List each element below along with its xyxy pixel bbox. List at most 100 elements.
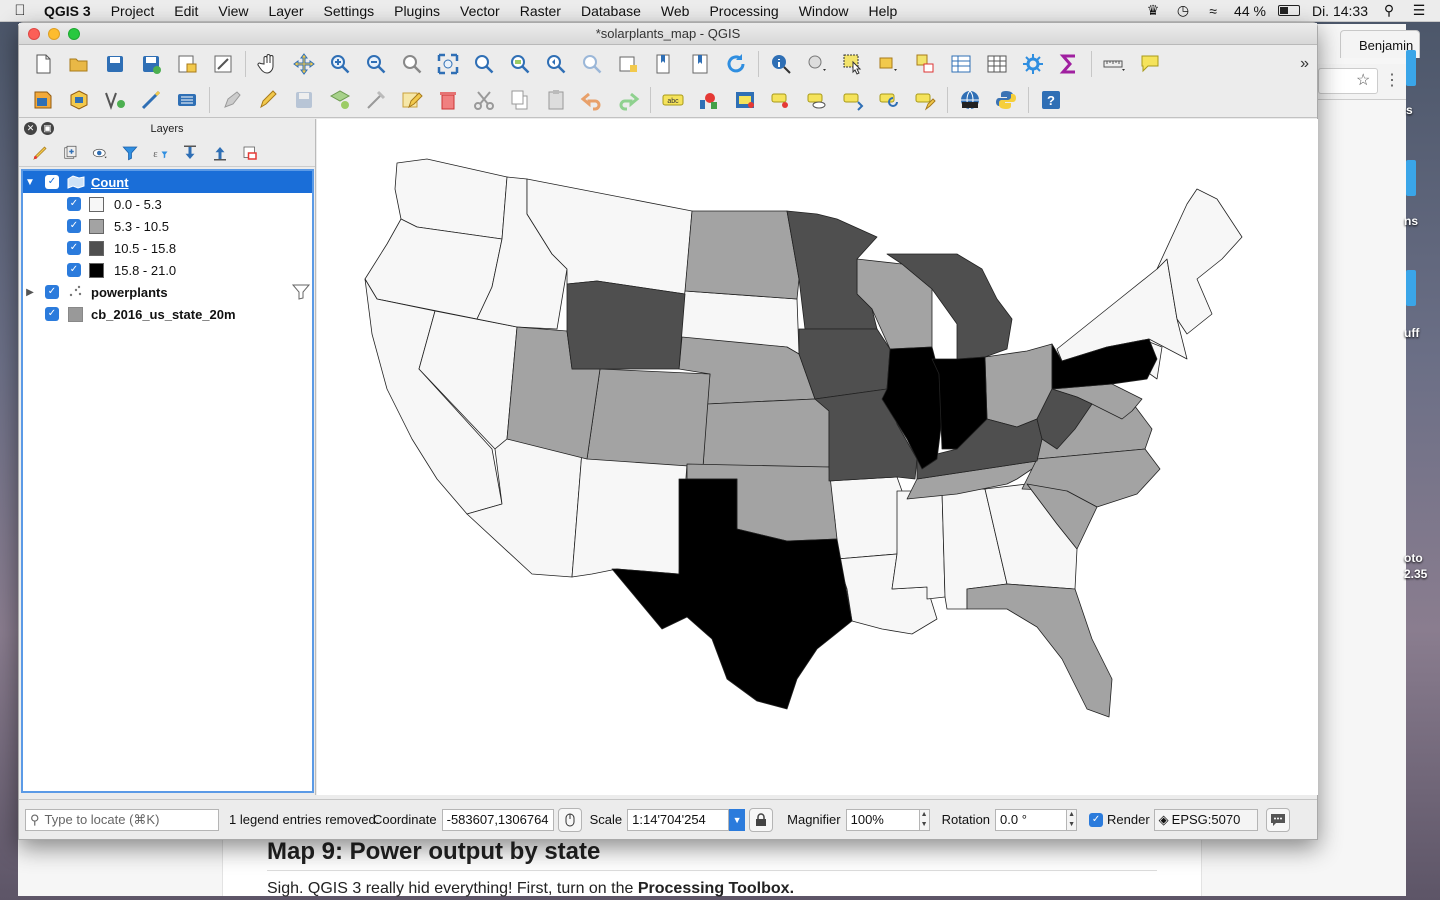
desktop-file-icon[interactable]	[1406, 270, 1416, 306]
menu-edit[interactable]: Edit	[174, 2, 199, 19]
scale-field[interactable]: 1:14'704'254	[627, 808, 730, 831]
locator-search-input[interactable]: ⚲Type to locate (⌘K)	[25, 808, 219, 831]
toggle-editing-button[interactable]	[253, 85, 283, 115]
redo-button[interactable]	[613, 85, 643, 115]
zoom-to-layer-button[interactable]	[505, 49, 535, 79]
change-label-button[interactable]	[910, 85, 940, 115]
legend-class-row[interactable]: ✓ 0.0 - 5.3	[23, 193, 312, 215]
collapse-arrow-icon[interactable]: ▼	[25, 176, 35, 188]
rotate-label-button[interactable]	[874, 85, 904, 115]
menu-view[interactable]: View	[218, 2, 249, 19]
battery-icon[interactable]	[1277, 5, 1300, 16]
vertex-tool-button[interactable]	[361, 85, 391, 115]
close-panel-icon[interactable]: ✕	[24, 122, 37, 135]
remove-layer-icon[interactable]	[238, 141, 262, 165]
new-project-button[interactable]	[28, 49, 58, 79]
new-map-view-button[interactable]	[613, 49, 643, 79]
new-print-layout-button[interactable]	[172, 49, 202, 79]
open-project-button[interactable]	[64, 49, 94, 79]
menu-project[interactable]: Project	[110, 2, 155, 19]
layer-visibility-checkbox[interactable]: ✓	[45, 285, 59, 299]
desktop-file-icon[interactable]	[1406, 50, 1416, 86]
layer-visibility-checkbox[interactable]: ✓	[45, 307, 59, 321]
zoom-window-button[interactable]	[68, 28, 80, 40]
filter-by-expression-icon[interactable]: ε	[148, 141, 172, 165]
layer-row-powerplants[interactable]: ▶ ✓ powerplants	[23, 281, 312, 303]
save-project-button[interactable]	[100, 49, 130, 79]
legend-class-checkbox[interactable]: ✓	[67, 241, 81, 255]
render-checkbox[interactable]: ✓	[1089, 812, 1104, 827]
menu-raster[interactable]: Raster	[519, 2, 561, 19]
save-as-button[interactable]	[136, 49, 166, 79]
menu-processing[interactable]: Processing	[709, 2, 779, 19]
coordinate-field[interactable]: -583607,1306764	[441, 808, 554, 831]
messages-button[interactable]	[1265, 807, 1290, 832]
browser-address-bar[interactable]	[1318, 68, 1378, 94]
menu-database[interactable]: Database	[580, 2, 641, 19]
refresh-button[interactable]	[721, 49, 751, 79]
toggle-extents-button[interactable]	[557, 807, 582, 832]
move-label-button[interactable]	[838, 85, 868, 115]
evernote-icon[interactable]: ♛	[1146, 2, 1160, 18]
map-tips-button[interactable]	[1135, 49, 1165, 79]
new-geopackage-layer-button[interactable]	[64, 85, 94, 115]
identify-features-button[interactable]	[766, 49, 796, 79]
legend-class-checkbox[interactable]: ✓	[67, 219, 81, 233]
python-console-button[interactable]	[991, 85, 1021, 115]
magnifier-stepper[interactable]: ▲▼	[919, 808, 930, 831]
show-hide-labels-button[interactable]	[802, 85, 832, 115]
layer-visibility-checkbox[interactable]: ✓	[45, 175, 59, 189]
expand-arrow-icon[interactable]: ▶	[26, 286, 34, 298]
legend-class-row[interactable]: ✓ 15.8 - 21.0	[23, 259, 312, 281]
cut-features-button[interactable]	[469, 85, 499, 115]
close-window-button[interactable]	[28, 28, 40, 40]
crs-button[interactable]: ◈EPSG:5070	[1153, 808, 1258, 831]
wifi-icon[interactable]: ≈	[1209, 2, 1217, 19]
diagram-tool-button[interactable]	[694, 85, 724, 115]
legend-class-row[interactable]: ✓ 10.5 - 15.8	[23, 237, 312, 259]
lock-scale-button[interactable]	[749, 807, 774, 832]
minimize-window-button[interactable]	[48, 28, 60, 40]
actions-dropdown-button[interactable]	[802, 49, 832, 79]
open-attribute-table-button[interactable]	[874, 49, 904, 79]
menu-web[interactable]: Web	[660, 2, 690, 19]
plugins-globe-button[interactable]	[955, 85, 985, 115]
measure-line-button[interactable]	[1099, 49, 1129, 79]
zoom-to-selection-button[interactable]	[469, 49, 499, 79]
zoom-last-button[interactable]	[541, 49, 571, 79]
notification-center-icon[interactable]: ☰	[1412, 2, 1426, 18]
legend-class-row[interactable]: ✓ 5.3 - 10.5	[23, 215, 312, 237]
magnifier-field[interactable]: 100%	[845, 808, 920, 831]
help-contents-button[interactable]: ?	[1036, 85, 1066, 115]
menu-app-name[interactable]: QGIS 3	[44, 2, 91, 19]
bookmark-star-icon[interactable]: ☆	[1356, 72, 1371, 89]
processing-toolbox-button[interactable]	[1018, 49, 1048, 79]
current-edits-button[interactable]	[217, 85, 247, 115]
zoom-next-button[interactable]	[577, 49, 607, 79]
new-virtual-layer-button[interactable]	[172, 85, 202, 115]
rotation-stepper[interactable]: ▲▼	[1067, 808, 1078, 831]
filter-legend-icon[interactable]	[118, 141, 142, 165]
layout-manager-button[interactable]	[208, 49, 238, 79]
label-tool-button[interactable]: abc	[658, 85, 688, 115]
layer-row-count[interactable]: ▼ ✓ Count	[23, 171, 312, 193]
pan-to-selection-button[interactable]	[289, 49, 319, 79]
paste-features-button[interactable]	[541, 85, 571, 115]
open-layer-styling-icon[interactable]	[28, 141, 52, 165]
data-source-manager-button[interactable]	[28, 85, 58, 115]
layer-row-states[interactable]: ✓ cb_2016_us_state_20m	[23, 303, 312, 325]
browser-menu-icon[interactable]: ⋮	[1384, 72, 1400, 89]
menu-layer[interactable]: Layer	[268, 2, 304, 19]
pin-labels-button[interactable]	[766, 85, 796, 115]
manage-map-themes-icon[interactable]	[88, 141, 112, 165]
menu-plugins[interactable]: Plugins	[394, 2, 441, 19]
toolbar-overflow-icon[interactable]: »	[1300, 55, 1309, 72]
legend-class-checkbox[interactable]: ✓	[67, 197, 81, 211]
menu-vector[interactable]: Vector	[460, 2, 500, 19]
float-panel-icon[interactable]: ▣	[41, 122, 54, 135]
select-features-button[interactable]	[838, 49, 868, 79]
field-calculator-button[interactable]	[982, 49, 1012, 79]
save-layer-edits-button[interactable]	[289, 85, 319, 115]
deselect-features-button[interactable]	[910, 49, 940, 79]
delete-selected-button[interactable]	[433, 85, 463, 115]
